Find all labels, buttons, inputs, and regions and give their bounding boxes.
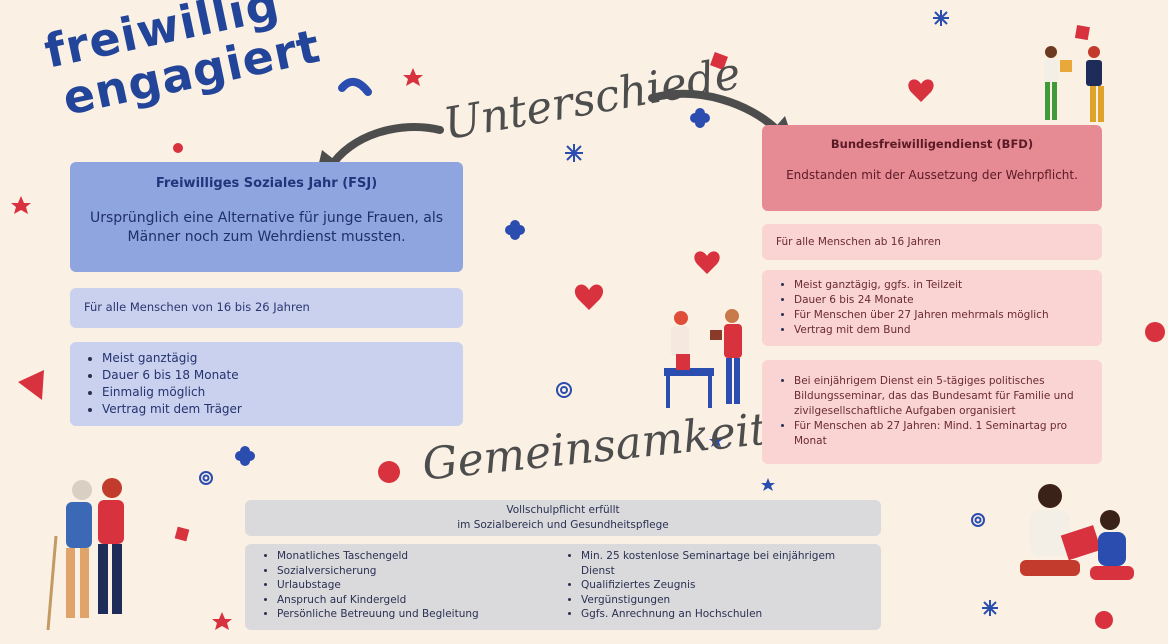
fsj-description: Ursprünglich eine Alternative für junge … [89, 210, 444, 245]
common-list-left: Monatliches Taschengeld Sozialversicheru… [259, 549, 563, 625]
list-item: Min. 25 kostenlose Seminartage bei einjä… [581, 549, 867, 578]
blue-spiral-icon [199, 382, 985, 527]
common-header-card: Vollschulpflicht erfüllt im Sozialbereic… [245, 500, 881, 536]
heart-icon [694, 251, 720, 274]
red-square-icon [710, 52, 728, 70]
red-square-icon [174, 526, 190, 542]
bfd-seminars-list: Bei einjährigem Dienst ein 5-tägiges pol… [776, 374, 1088, 449]
red-dot-icon [378, 461, 400, 483]
people-handover-illustration [1044, 46, 1104, 122]
list-item: Monatliches Taschengeld [277, 549, 563, 564]
red-triangle-icon [18, 370, 44, 400]
reading-illustration [1020, 484, 1134, 580]
elderly-support-illustration [46, 478, 124, 631]
common-list-right: Min. 25 kostenlose Seminartage bei einjä… [563, 549, 867, 625]
bfd-title: Bundesfreiwilligendienst (BFD) [830, 137, 1034, 151]
blue-swirl-icon [338, 78, 372, 96]
red-square-icon [1074, 25, 1090, 41]
blue-star-icon [709, 434, 723, 447]
bfd-title-card: Bundesfreiwilligendienst (BFD) Endstande… [762, 125, 1102, 211]
heart-icon [574, 284, 604, 310]
list-item: Bei einjährigem Dienst ein 5-tägiges pol… [794, 374, 1088, 419]
list-item: Sozialversicherung [277, 564, 563, 579]
list-item: Vertrag mit dem Bund [794, 323, 1088, 338]
arrow-left-icon [326, 123, 444, 172]
list-item: Einmalig möglich [102, 384, 449, 401]
list-item: Ggfs. Anrechnung an Hochschulen [581, 607, 867, 622]
list-item: Qualifiziertes Zeugnis [581, 578, 867, 593]
blue-sparkle-icon [565, 10, 998, 616]
common-header-line-2: im Sozialbereich und Gesundheitspflege [457, 519, 669, 531]
red-star-icon [403, 68, 423, 86]
heart-icon [908, 79, 934, 102]
fsj-details-list: Meist ganztägig Dauer 6 bis 18 Monate Ei… [84, 350, 449, 418]
list-item: Anspruch auf Kindergeld [277, 593, 563, 608]
bfd-seminars-card: Bei einjährigem Dienst ein 5-tägiges pol… [762, 360, 1102, 464]
list-item: Vergünstigungen [581, 593, 867, 608]
list-item: Für Menschen ab 27 Jahren: Mind. 1 Semin… [794, 419, 1088, 449]
list-item: Vertrag mit dem Träger [102, 401, 449, 418]
bfd-age-card: Für alle Menschen ab 16 Jahren [762, 224, 1102, 260]
red-star-icon [212, 612, 232, 630]
fsj-title-card: Freiwilliges Soziales Jahr (FSJ) Ursprün… [70, 162, 463, 272]
red-dot-icon [173, 143, 183, 153]
blue-flower-icon [235, 108, 710, 466]
bfd-details-list: Meist ganztägig, ggfs. in Teilzeit Dauer… [776, 278, 1088, 338]
common-header-line-1: Vollschulpflicht erfüllt [506, 504, 620, 516]
red-star-icon [11, 196, 31, 214]
fsj-title: Freiwilliges Soziales Jahr (FSJ) [155, 176, 378, 191]
list-item: Meist ganztägig [102, 350, 449, 367]
food-counter-illustration [664, 309, 742, 408]
list-item: Meist ganztägig, ggfs. in Teilzeit [794, 278, 1088, 293]
list-item: Dauer 6 bis 18 Monate [102, 367, 449, 384]
bfd-description: Endstanden mit der Aussetzung der Wehrpf… [786, 168, 1078, 182]
list-item: Urlaubstage [277, 578, 563, 593]
red-dot-icon [1095, 611, 1113, 629]
list-item: Für Menschen über 27 Jahren mehrmals mög… [794, 308, 1088, 323]
red-dot-icon [1145, 322, 1165, 342]
common-list-card: Monatliches Taschengeld Sozialversicheru… [245, 544, 881, 630]
arrow-right-icon [648, 89, 779, 132]
blue-star-icon [761, 478, 775, 491]
fsj-age-card: Für alle Menschen von 16 bis 26 Jahren [70, 288, 463, 328]
list-item: Dauer 6 bis 24 Monate [794, 293, 1088, 308]
bfd-details-card: Meist ganztägig, ggfs. in Teilzeit Dauer… [762, 270, 1102, 346]
fsj-details-card: Meist ganztägig Dauer 6 bis 18 Monate Ei… [70, 342, 463, 426]
list-item: Persönliche Betreuung und Begleitung [277, 607, 563, 622]
